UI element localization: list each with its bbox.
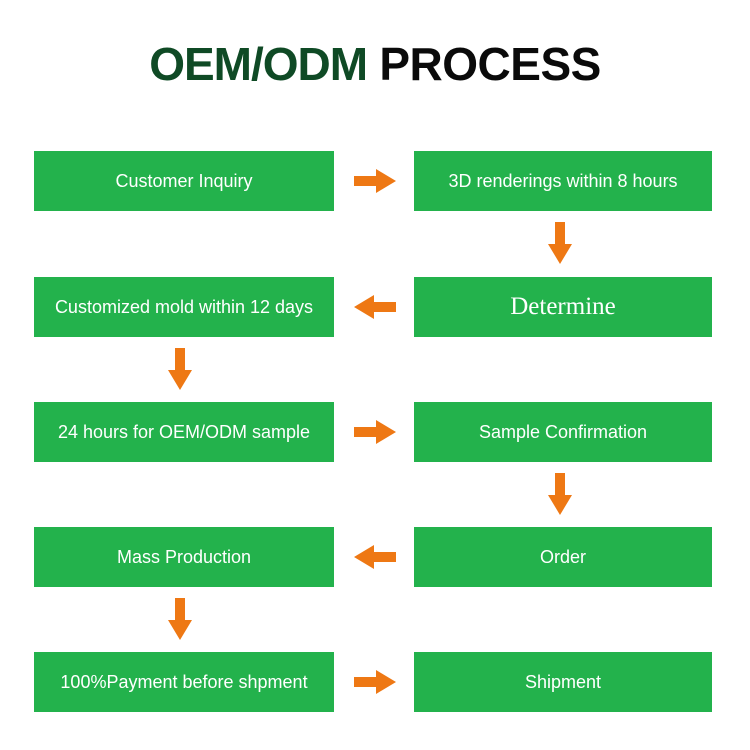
flow-node-order[interactable]: Order <box>414 527 712 587</box>
flow-node-payment[interactable]: 100%Payment before shpment <box>34 652 334 712</box>
flow-row-3: 24 hours for OEM/ODM sample Sample Confi… <box>0 402 750 462</box>
flow-node-determine[interactable]: Determine <box>414 277 712 337</box>
flow-row-5: 100%Payment before shpment Shipment <box>0 652 750 712</box>
page-title-rest: PROCESS <box>367 38 601 90</box>
arrow-left-icon <box>354 543 396 571</box>
arrow-left-icon <box>354 293 396 321</box>
arrow-right-icon <box>354 668 396 696</box>
flow-node-customized-mold[interactable]: Customized mold within 12 days <box>34 277 334 337</box>
flow-node-shipment[interactable]: Shipment <box>414 652 712 712</box>
arrow-right-icon <box>354 418 396 446</box>
page-title: OEM/ODM PROCESS <box>0 28 750 100</box>
arrow-right-icon <box>354 167 396 195</box>
arrow-down-icon <box>546 473 574 515</box>
arrow-down-icon <box>166 598 194 640</box>
flow-row-2: Customized mold within 12 days Determine <box>0 277 750 337</box>
flow-row-1: Customer Inquiry 3D renderings within 8 … <box>0 151 750 211</box>
arrow-down-icon <box>166 348 194 390</box>
page-title-accent: OEM/ODM <box>149 38 368 90</box>
flow-node-3d-renderings[interactable]: 3D renderings within 8 hours <box>414 151 712 211</box>
arrow-down-icon <box>546 222 574 264</box>
flow-node-mass-production[interactable]: Mass Production <box>34 527 334 587</box>
flow-node-sample-confirmation[interactable]: Sample Confirmation <box>414 402 712 462</box>
flow-row-4: Mass Production Order <box>0 527 750 587</box>
flow-node-24-hours-sample[interactable]: 24 hours for OEM/ODM sample <box>34 402 334 462</box>
flow-node-customer-inquiry[interactable]: Customer Inquiry <box>34 151 334 211</box>
